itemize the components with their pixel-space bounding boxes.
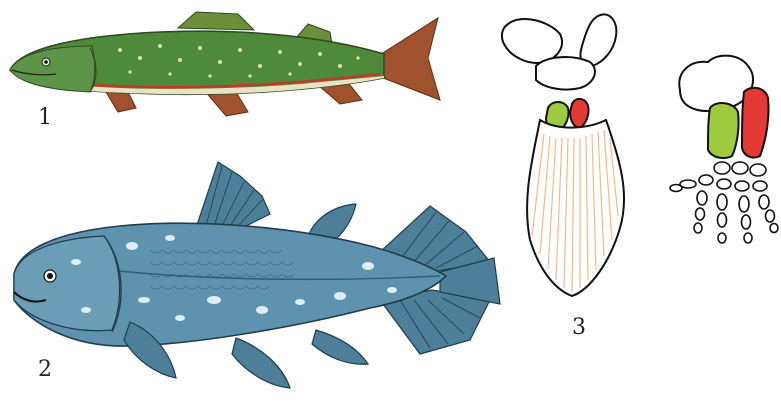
limb-bone-green xyxy=(708,103,739,158)
coelacanth-illustration xyxy=(14,162,500,388)
fin-bone-red xyxy=(570,99,589,128)
coelacanth-first-dorsal-fin xyxy=(196,162,270,228)
coelacanth-pupil xyxy=(47,273,53,279)
label-fin-bones: 3 xyxy=(572,315,586,340)
girdle-bone-right xyxy=(580,14,616,66)
trout-tail-fin xyxy=(378,18,440,100)
fin-skeleton-diagram xyxy=(502,14,624,296)
limb-skeleton-diagram xyxy=(670,56,778,243)
trout-head xyxy=(10,46,95,92)
label-trout: 1 xyxy=(38,105,52,130)
label-coelacanth: 2 xyxy=(38,357,52,382)
girdle-bone-lower xyxy=(536,57,595,90)
trout-illustration xyxy=(10,12,440,116)
coelacanth-anal-fin xyxy=(312,330,368,364)
trout-pupil xyxy=(44,60,48,64)
coelacanth-pelvic-fin xyxy=(232,338,290,388)
trout-dorsal-fin xyxy=(178,12,254,30)
girdle-bone-left xyxy=(502,19,562,63)
limb-digit-bones xyxy=(670,162,778,243)
limb-bone-red xyxy=(742,88,769,158)
